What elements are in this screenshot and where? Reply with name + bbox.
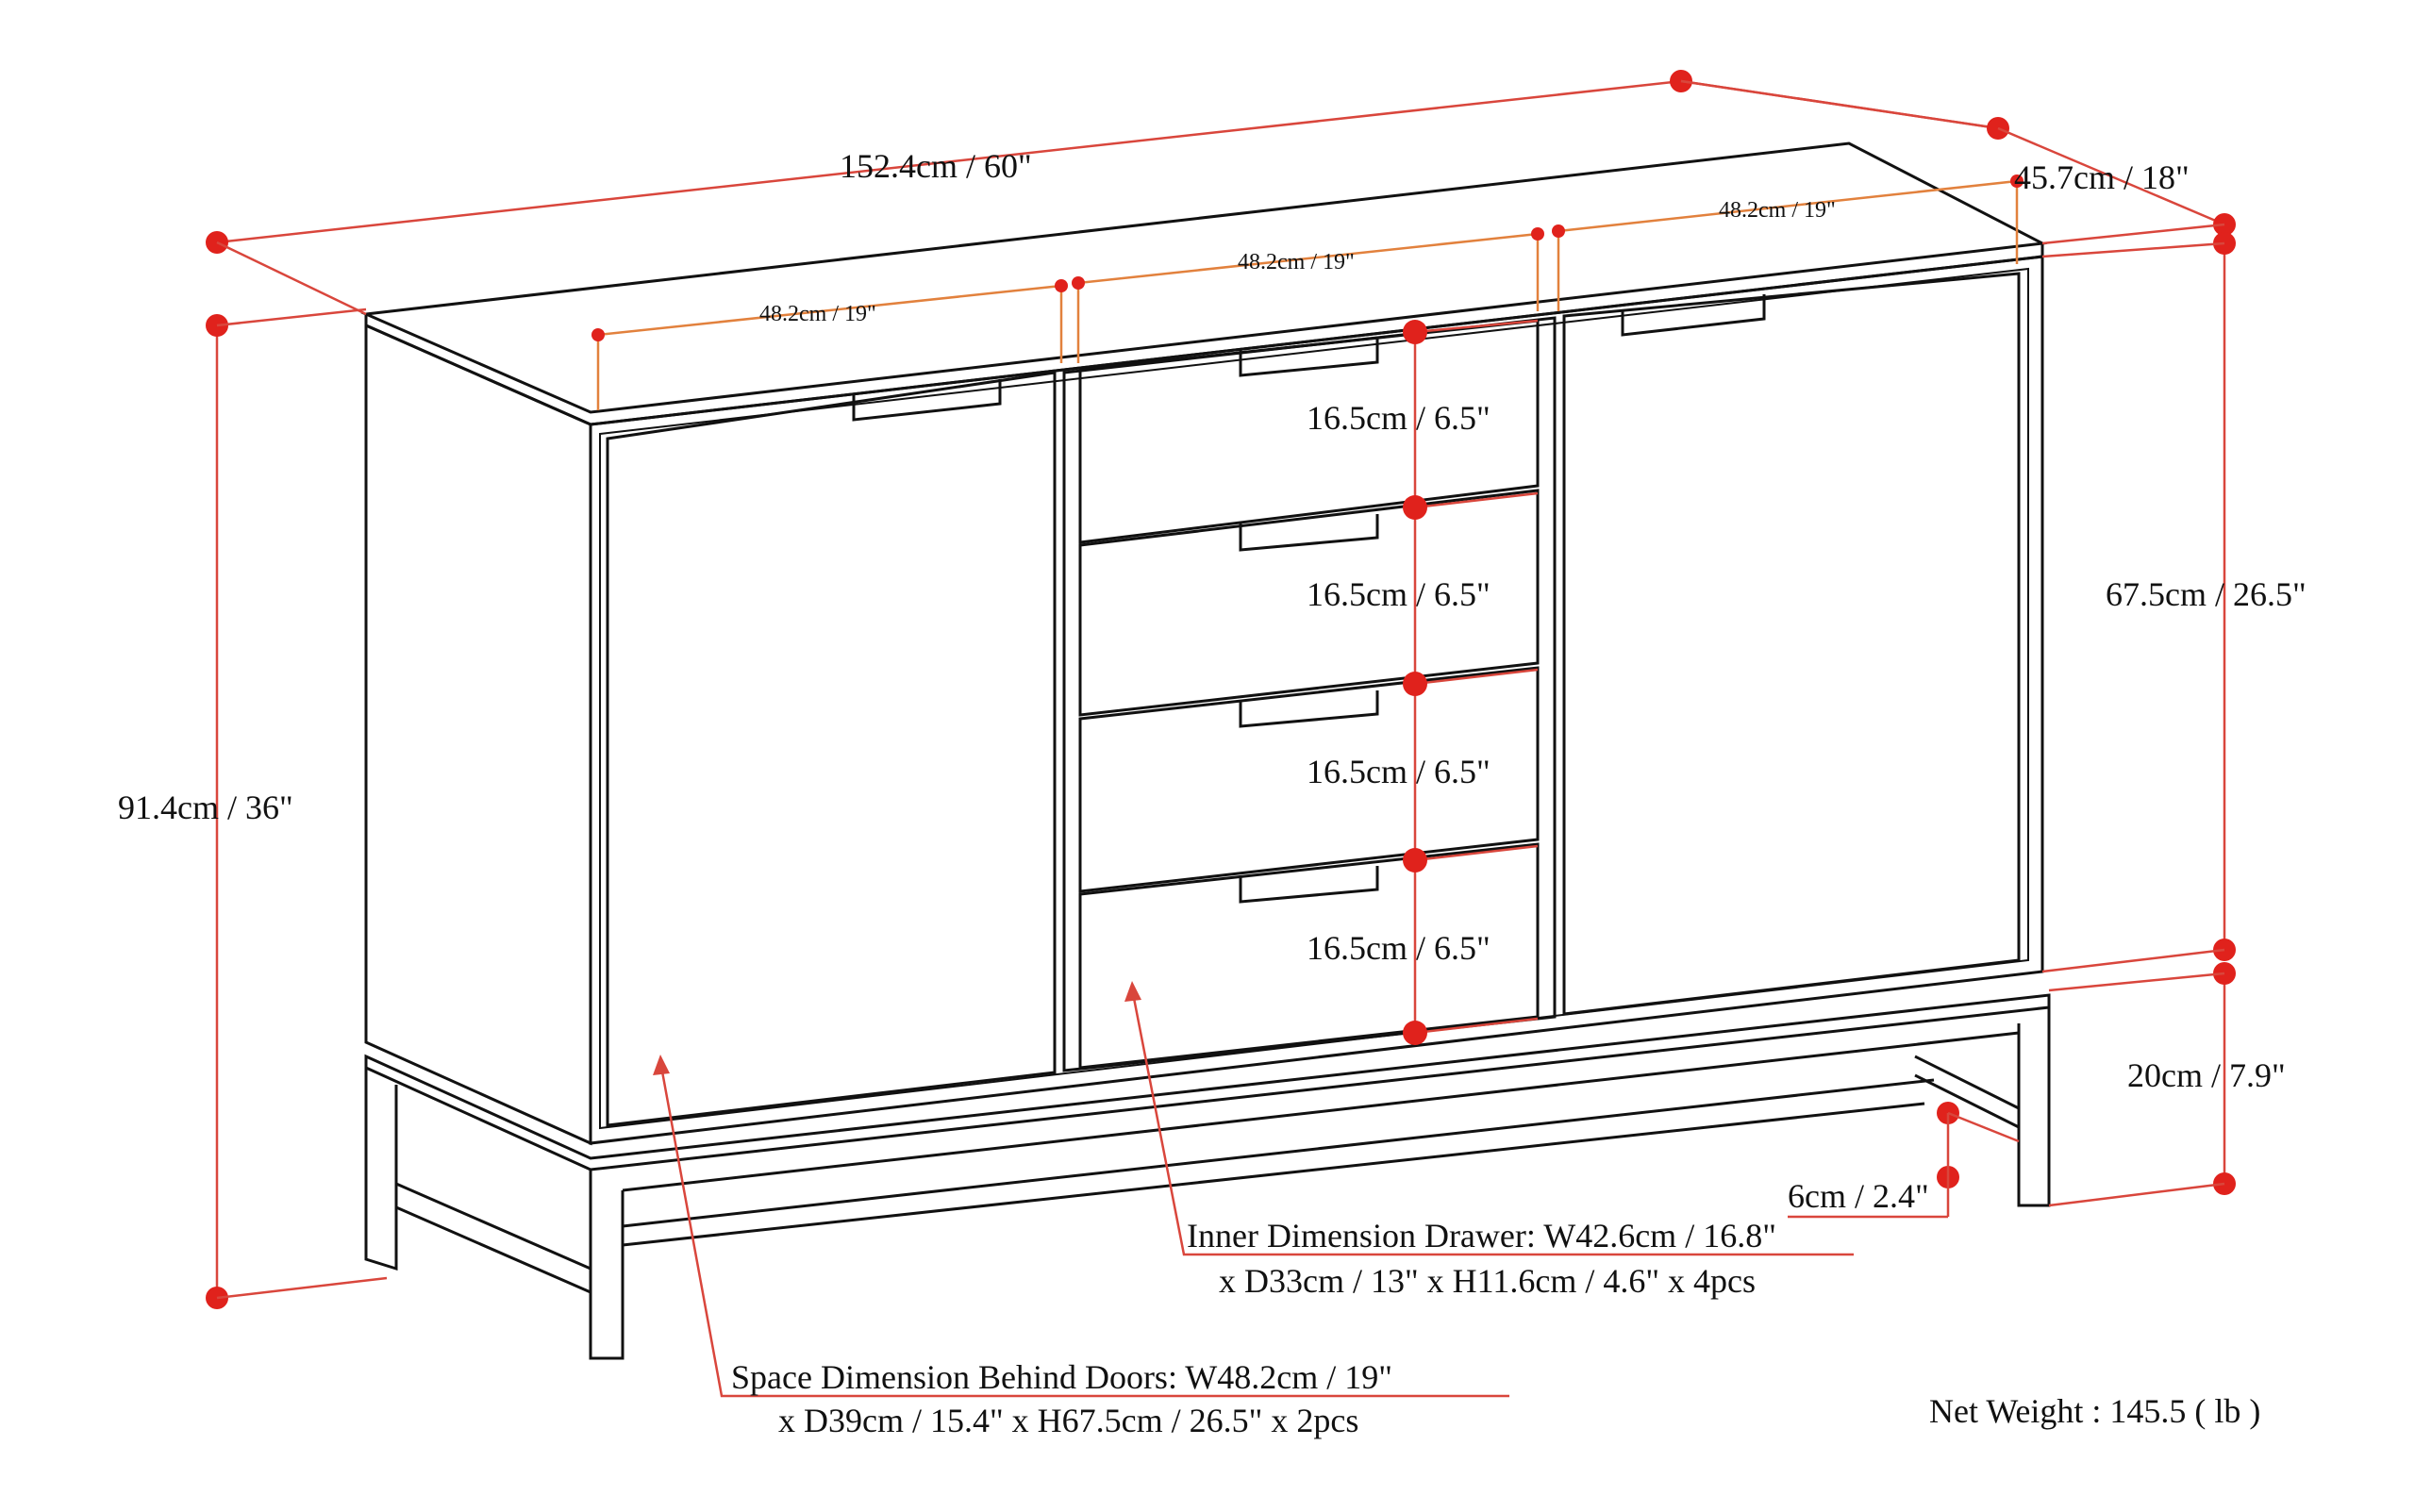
drawer-dot-1: [1403, 320, 1427, 344]
drawer-width-label: 48.2cm / 19": [1238, 250, 1355, 274]
drawer-height-label-1: 16.5cm / 6.5": [1307, 399, 1491, 437]
drawer-dot-3: [1403, 672, 1427, 696]
base-height-label: 20cm / 7.9": [2127, 1056, 2286, 1094]
space-doors-note-line2: x D39cm / 15.4" x H67.5cm / 26.5" x 2pcs: [778, 1402, 1358, 1439]
drawer-dot-5: [1403, 1021, 1427, 1045]
drawer-height-label-3: 16.5cm / 6.5": [1307, 753, 1491, 790]
drawer-height-label-4: 16.5cm / 6.5": [1307, 929, 1491, 967]
base-frame: [364, 993, 2051, 1360]
leg-height-label: 6cm / 2.4": [1788, 1177, 1929, 1215]
inner-drawer-note-line2: x D33cm / 13" x H11.6cm / 4.6" x 4pcs: [1219, 1262, 1756, 1300]
cabinet-height-label: 67.5cm / 26.5": [2106, 575, 2307, 613]
drawer-2: [1078, 489, 1540, 717]
cabinet-top: [360, 141, 2048, 414]
notes: Inner Dimension Drawer: W42.6cm / 16.8" …: [731, 1217, 2260, 1439]
net-weight-label: Net Weight : 145.5 ( lb ): [1929, 1392, 2260, 1430]
dimension-lines: [206, 70, 2236, 1398]
overall-depth-label: 45.7cm / 18": [2014, 158, 2190, 196]
drawer-1: [1078, 319, 1540, 544]
door-width-left-label: 48.2cm / 19": [759, 302, 876, 326]
sideboard-drawing: [360, 141, 2051, 1360]
drawer-3: [1078, 666, 1540, 893]
right-door: [1562, 272, 2021, 1016]
door-width-right-label: 48.2cm / 19": [1719, 198, 1836, 223]
handles: [852, 294, 1766, 904]
overall-height-label: 91.4cm / 36": [118, 789, 293, 826]
inner-drawer-note-line1: Inner Dimension Drawer: W42.6cm / 16.8": [1187, 1217, 1776, 1254]
left-door: [606, 371, 1057, 1127]
drawer-dot-2: [1403, 495, 1427, 520]
space-doors-note-line1: Space Dimension Behind Doors: W48.2cm / …: [731, 1358, 1392, 1396]
cabinet-front: [589, 255, 2044, 1145]
drawer-dot-4: [1403, 848, 1427, 872]
drawer-height-label-2: 16.5cm / 6.5": [1307, 575, 1491, 613]
overall-width-label: 152.4cm / 60": [840, 147, 1032, 185]
cabinet-left-side: [364, 323, 592, 1146]
drawer-4: [1078, 842, 1540, 1070]
dimension-labels: 152.4cm / 60" 45.7cm / 18" 91.4cm / 36" …: [118, 147, 2307, 1215]
